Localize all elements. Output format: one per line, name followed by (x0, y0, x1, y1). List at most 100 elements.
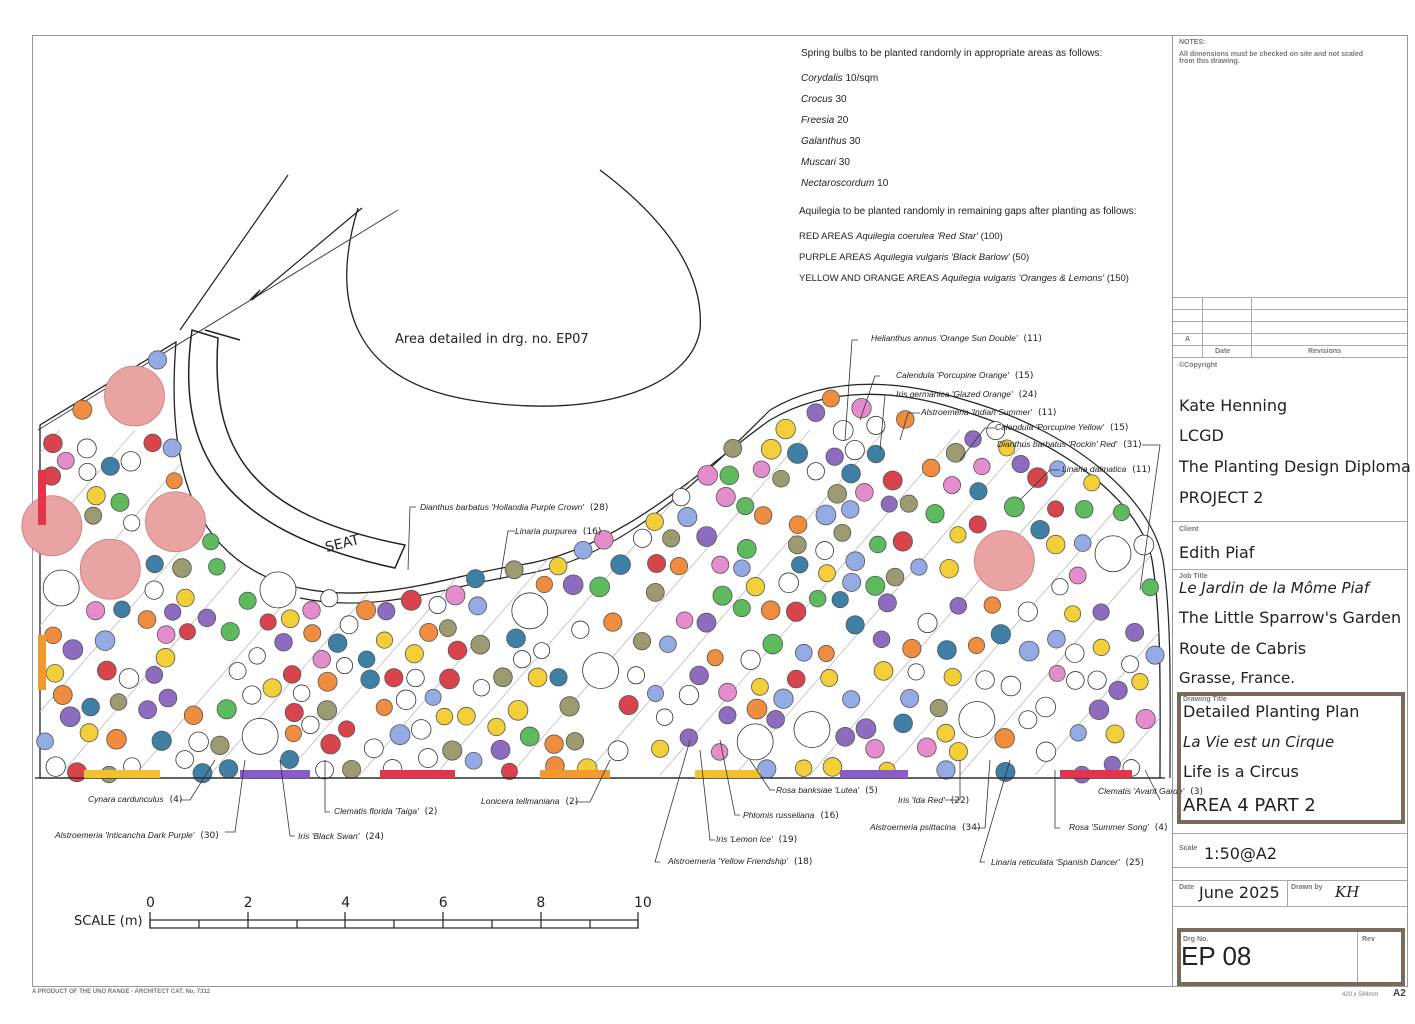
plant-symbol (97, 660, 117, 681)
plant-symbol (775, 418, 796, 440)
footer-size: 420 x 594mm (1342, 992, 1379, 998)
area-reference-label: Area detailed in drg. no. EP07 (395, 332, 589, 347)
scale-value: 1:50@A2 (1204, 844, 1278, 863)
plant-symbol (156, 625, 176, 644)
plant-symbol (936, 760, 956, 780)
plant-symbol (62, 639, 84, 660)
plant-symbol (706, 649, 724, 667)
plant-symbol (320, 589, 339, 608)
plant-quantity: (5) (865, 786, 878, 796)
plant-symbol (419, 622, 439, 642)
plant-symbol (147, 350, 167, 370)
notes-text: All dimensions must be checked on site a… (1179, 51, 1363, 65)
plant-symbol (1088, 699, 1110, 720)
plant-symbol (292, 684, 311, 702)
plant-symbol (1018, 710, 1038, 730)
plant-symbol (336, 657, 354, 675)
plant-symbol (282, 665, 302, 684)
boundary-line-2 (179, 174, 363, 331)
plant-symbol (825, 447, 844, 466)
plant-symbol (791, 556, 809, 574)
drawing-subtitle-fr: La Vie est un Cirque (1183, 733, 1335, 751)
plant-symbol (144, 580, 164, 600)
plant-symbol (179, 623, 196, 641)
plant-symbol (445, 585, 466, 606)
plant-symbol (662, 529, 681, 548)
plant-symbol (1145, 645, 1165, 665)
drift-line (959, 429, 1161, 776)
drift-line (1410, 430, 1415, 775)
aquilegia-item: RED AREAS Aquilegia coerulea 'Red Star' … (799, 226, 1129, 247)
plant-symbol (1073, 534, 1092, 552)
bulb-qty: 30 (838, 157, 850, 168)
aquilegia-heading: Aquilegia to be planted randomly in rema… (799, 206, 1137, 217)
plant-symbol (882, 470, 903, 491)
aquilegia-plant: Aquilegia vulgaris 'Black Barlow' (873, 252, 1010, 263)
plant-symbol (896, 410, 915, 429)
plant-symbol (948, 742, 968, 762)
drawn-by-label: Drawn by (1291, 884, 1323, 891)
plant-symbol (241, 717, 279, 755)
plant-name: Alstroemeria 'Yellow Friendship' (668, 856, 788, 866)
plant-symbol (284, 703, 304, 722)
adjacent-area-outline (346, 169, 701, 407)
plant-symbol (315, 760, 334, 780)
plant-quantity: (19) (778, 835, 798, 845)
plant-label: Rosa 'Summer Song'(4) (1069, 822, 1168, 833)
plant-symbol (949, 526, 967, 544)
scale-tick-label: 10 (634, 895, 652, 911)
plant-symbol (79, 538, 141, 600)
plant-symbol (565, 732, 585, 751)
drift-line (509, 429, 811, 776)
plant-quantity: (4) (169, 795, 183, 805)
client-name: Edith Piaf (1179, 543, 1255, 562)
plant-symbol (1036, 741, 1057, 762)
plant-symbol (943, 667, 962, 687)
plant-symbol (301, 715, 320, 735)
plant-symbols (21, 350, 1165, 784)
plant-symbol (885, 567, 905, 587)
plant-symbol (21, 495, 83, 557)
aquilegia-item: YELLOW AND ORANGE AREAS Aquilegia vulgar… (799, 268, 1129, 289)
plant-symbol (468, 596, 488, 616)
plant-symbol (559, 696, 580, 717)
plant-symbol (786, 601, 807, 622)
plant-symbol (851, 398, 872, 419)
footer-paper-size: A2 (1393, 988, 1406, 999)
drg-no-label: Drg No. (1183, 936, 1209, 943)
plant-symbol (176, 588, 195, 608)
plant-symbol (155, 648, 176, 668)
plant-symbol (123, 514, 141, 532)
plant-symbol (627, 666, 646, 685)
plant-symbol (164, 603, 182, 621)
plant-symbol (746, 698, 768, 720)
plant-symbol (464, 751, 483, 770)
plant-symbol (793, 711, 831, 748)
plant-symbol (710, 743, 729, 761)
plant-symbol (120, 451, 141, 472)
plant-symbol (936, 723, 956, 743)
plant-symbol (990, 624, 1011, 645)
plant-symbol (43, 433, 63, 454)
plant-symbol (943, 476, 962, 495)
plant-symbol (42, 569, 80, 607)
plant-quantity: (34) (961, 823, 981, 833)
colour-area-markers (38, 470, 1132, 778)
plant-quantity: (16) (820, 811, 839, 821)
plant-symbol (835, 726, 856, 747)
plant-symbol (216, 699, 237, 720)
plant-symbol (562, 574, 584, 596)
plant-symbol (36, 732, 54, 751)
plant-symbol (1083, 474, 1101, 492)
aquilegia-area: RED AREAS (799, 231, 854, 242)
plant-quantity: (18) (793, 857, 813, 867)
plant-symbol (1018, 640, 1040, 662)
plant-symbol (736, 497, 755, 516)
plant-symbol (820, 669, 839, 687)
bulb-qty: 10/sqm (845, 73, 879, 84)
plant-symbol (968, 515, 987, 534)
plant-symbol (573, 540, 593, 560)
plant-symbol (877, 593, 897, 613)
plant-name: Lonicera tellmaniana (481, 796, 560, 806)
plant-symbol (917, 612, 938, 634)
